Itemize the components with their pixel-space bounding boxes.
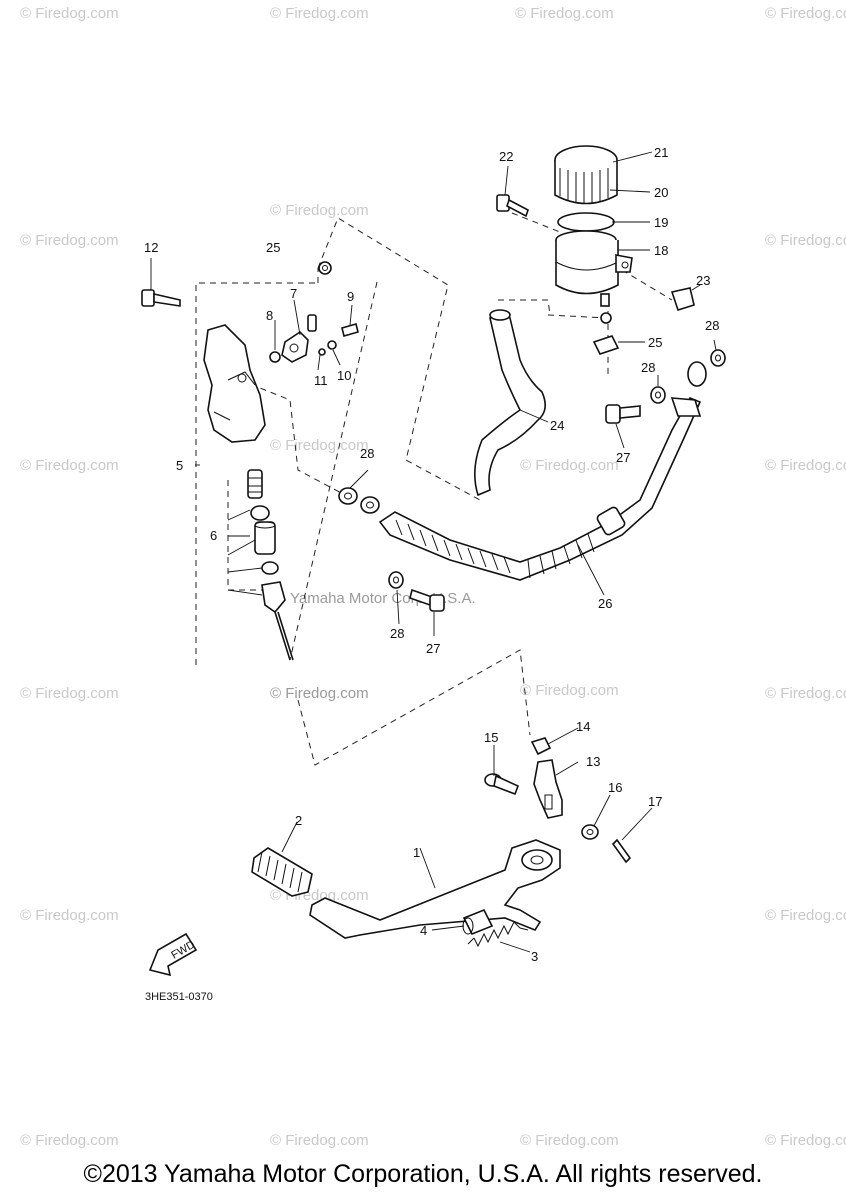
part-label-19: 19 (654, 215, 668, 230)
bolt-12 (141, 289, 181, 307)
watermark: © Firedog.com (270, 437, 369, 454)
part-label-1: 1 (413, 845, 420, 860)
part-label-25: 25 (266, 240, 280, 255)
washer-28 (388, 571, 404, 589)
part-label-15: 15 (484, 730, 498, 745)
part-label-7: 7 (290, 286, 297, 301)
hose-clamp-25-top (318, 261, 332, 275)
bracket-23 (670, 287, 695, 311)
pin-15 (484, 773, 520, 796)
part-label-28: 28 (705, 318, 719, 333)
part-label-28: 28 (390, 626, 404, 641)
part-label-8: 8 (266, 308, 273, 323)
part-label-25: 25 (648, 335, 662, 350)
watermark: © Firedog.com (765, 232, 846, 249)
diagram-code: 3HE351-0370 (145, 991, 213, 1003)
part-label-12: 12 (144, 240, 158, 255)
part-labels: 1 2 3 4 5 6 7 8 9 10 11 12 13 14 15 16 1… (144, 145, 719, 964)
reservoir-hose-24 (474, 309, 546, 497)
copyright-notice: ©2013 Yamaha Motor Corporation, U.S.A. A… (83, 1160, 763, 1188)
watermark-corp: Yamaha Motor Corp. U.S.A. (290, 590, 476, 607)
watermark: © Firedog.com (20, 457, 119, 474)
watermark: © Firedog.com (515, 5, 614, 22)
watermark: © Firedog.com (270, 685, 369, 702)
part-label-10: 10 (337, 368, 351, 383)
clevis-13 (533, 759, 563, 819)
watermark: © Firedog.com (270, 1132, 369, 1149)
o-ring-8 (269, 351, 281, 363)
watermark: © Firedog.com (765, 1132, 846, 1149)
brake-pedal-1 (309, 839, 561, 939)
watermark: © Firedog.com (520, 1132, 619, 1149)
part-label-28: 28 (641, 360, 655, 375)
watermark: © Firedog.com (20, 685, 119, 702)
part-label-13: 13 (586, 754, 600, 769)
watermark-layer: © Firedog.com © Firedog.com © Firedog.co… (20, 5, 846, 1149)
watermark: © Firedog.com (270, 202, 369, 219)
spring-3 (467, 921, 529, 948)
watermark: © Firedog.com (20, 1132, 119, 1149)
part-label-11: 11 (314, 373, 328, 388)
part-label-27: 27 (426, 641, 440, 656)
part-label-16: 16 (608, 780, 622, 795)
watermark: © Firedog.com (20, 232, 119, 249)
washer-28 (338, 487, 358, 505)
washer-10 (327, 340, 337, 350)
watermark: © Firedog.com (520, 457, 619, 474)
brake-hose-26 (378, 361, 707, 581)
forward-arrow-icon: FWD (148, 932, 197, 977)
part-label-3: 3 (531, 949, 538, 964)
watermark: © Firedog.com (20, 907, 119, 924)
washer-28 (650, 386, 666, 404)
part-label-26: 26 (598, 596, 612, 611)
part-label-28: 28 (360, 446, 374, 461)
reservoir-tank (554, 145, 633, 307)
watermark: © Firedog.com (765, 457, 846, 474)
part-label-18: 18 (654, 243, 668, 258)
watermark: © Firedog.com (765, 5, 846, 22)
watermark: © Firedog.com (270, 5, 369, 22)
part-label-22: 22 (499, 149, 513, 164)
washer-28 (710, 349, 726, 367)
hose-clamp-25 (592, 312, 620, 355)
union-bolt-27 (605, 404, 641, 424)
leader-lines (150, 151, 717, 953)
part-label-20: 20 (654, 185, 668, 200)
washer-28 (360, 496, 380, 514)
part-label-2: 2 (295, 813, 302, 828)
part-label-4: 4 (420, 923, 427, 938)
watermark: © Firedog.com (20, 5, 119, 22)
part-label-27: 27 (616, 450, 630, 465)
hose-fitting-7 (281, 314, 317, 363)
part-label-23: 23 (696, 273, 710, 288)
footrest-rubber-2 (251, 847, 313, 897)
screw-9 (341, 323, 359, 337)
watermark: © Firedog.com (765, 685, 846, 702)
washer-16 (581, 824, 599, 840)
part-label-5: 5 (176, 458, 183, 473)
nut-14 (530, 737, 552, 756)
master-cylinder (203, 324, 266, 443)
part-label-17: 17 (648, 794, 662, 809)
part-label-24: 24 (550, 418, 564, 433)
part-label-6: 6 (210, 528, 217, 543)
cotter-pin-17 (611, 838, 632, 864)
watermark: © Firedog.com (765, 907, 846, 924)
clip-11 (318, 348, 326, 356)
part-label-9: 9 (347, 289, 354, 304)
union-bolt-27 (409, 588, 445, 612)
part-label-14: 14 (576, 719, 590, 734)
watermark: © Firedog.com (520, 682, 619, 699)
push-rod-kit-6 (247, 469, 294, 661)
part-label-21: 21 (654, 145, 668, 160)
bolt-22 (496, 194, 529, 218)
